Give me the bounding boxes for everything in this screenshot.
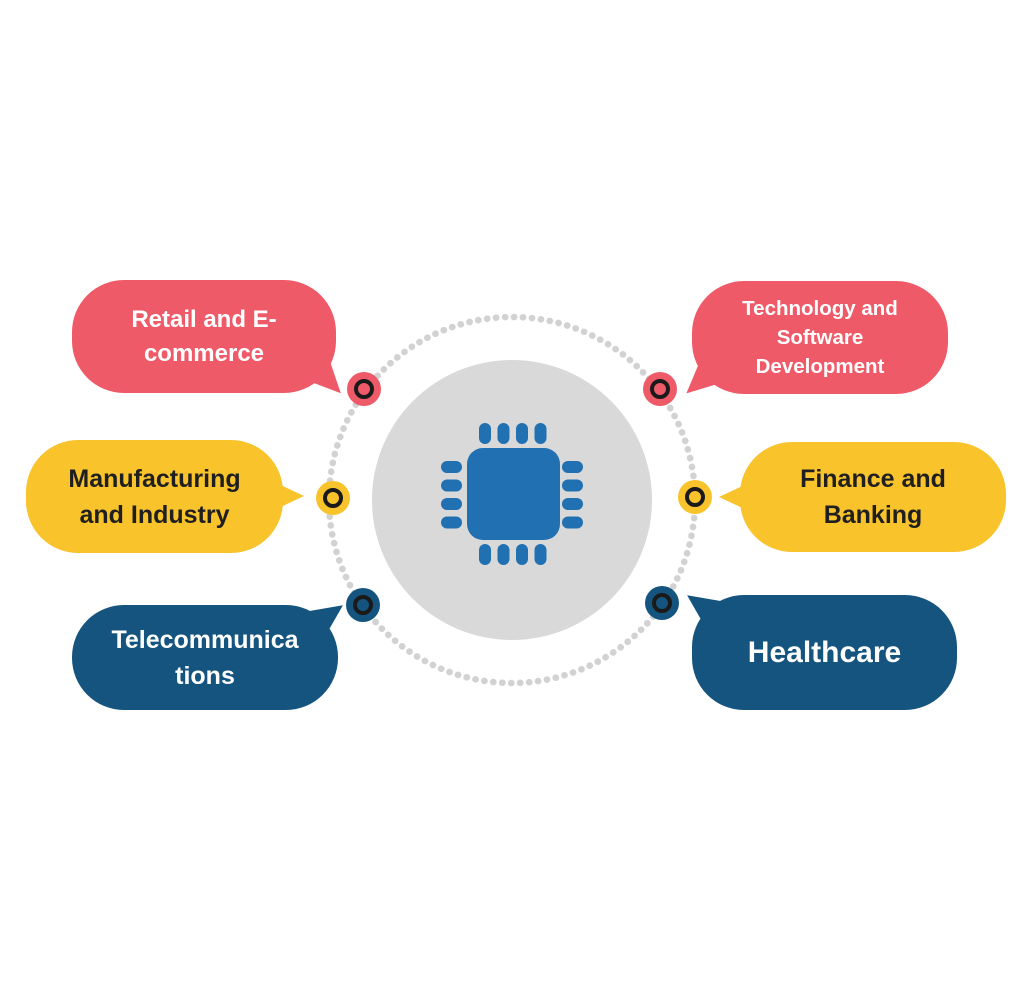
marker-ring <box>652 593 672 613</box>
marker-technology <box>643 372 677 406</box>
bubble-label: Healthcare <box>747 635 902 669</box>
marker-ring <box>650 379 670 399</box>
bubble-label: Retail and E- commerce <box>131 305 277 367</box>
bubble-manufacturing-industry: Manufacturing and Industry <box>26 440 304 553</box>
bubble-tail <box>676 359 723 406</box>
marker-telecom <box>346 588 380 622</box>
bubble-tail <box>306 358 353 405</box>
bubble-technology-software-development: Technology and Software Development <box>692 281 948 394</box>
marker-ring <box>354 379 374 399</box>
microchip-icon <box>441 423 583 565</box>
marker-healthcare <box>645 586 679 620</box>
marker-retail <box>347 372 381 406</box>
bubble-label: Technology and Software Development <box>742 297 898 378</box>
bubble-tail <box>678 582 724 628</box>
marker-manufacturing <box>316 481 350 515</box>
bubble-telecommunications: Telecommunica tions <box>72 605 338 710</box>
marker-ring <box>685 487 705 507</box>
bubble-label: Finance and Banking <box>800 465 946 529</box>
bubble-finance-banking: Finance and Banking <box>719 442 1006 552</box>
bubble-tail <box>306 592 352 638</box>
marker-finance <box>678 480 712 514</box>
bubble-retail-ecommerce: Retail and E- commerce <box>72 280 336 393</box>
bubble-tail <box>270 480 304 512</box>
bubble-label: Manufacturing and Industry <box>68 464 241 529</box>
marker-ring <box>353 595 373 615</box>
bubble-label: Telecommunica tions <box>111 625 299 690</box>
bubble-tail <box>719 481 753 513</box>
bubble-healthcare: Healthcare <box>692 595 957 710</box>
marker-ring <box>323 488 343 508</box>
